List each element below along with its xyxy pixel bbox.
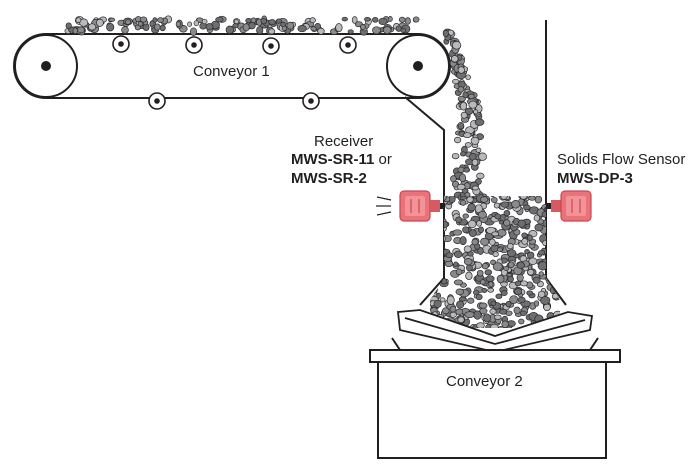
conveyor-1-label: Conveyor 1 — [193, 63, 270, 80]
receiver-or: or — [378, 151, 392, 168]
solids-flow-sensor-device — [546, 190, 592, 222]
falling-material-stream — [442, 28, 488, 204]
idler-roller — [302, 92, 320, 110]
idler-roller — [339, 36, 357, 54]
idler-roller — [185, 36, 203, 54]
receiver-device — [399, 190, 445, 222]
conveyor-2-trough-top — [391, 337, 599, 351]
conveyor-2-trough — [369, 349, 621, 363]
idler-roller — [148, 92, 166, 110]
receiver-model-2: MWS-SR-2 — [291, 170, 367, 187]
conveyor-2-body — [377, 361, 607, 459]
conveyor-2 — [369, 337, 621, 459]
conveyor-1-right-axle — [413, 61, 423, 71]
idler-roller — [262, 37, 280, 55]
discharge-tray — [397, 309, 594, 353]
idler-rollers — [112, 35, 357, 110]
idler-roller — [112, 35, 130, 53]
conveyor-1-left-axle — [41, 61, 51, 71]
sensor-title: Solids Flow Sensor — [557, 151, 686, 168]
receiver-signal-lines — [376, 196, 392, 216]
belt-material — [64, 15, 420, 36]
conveyor-2-label: Conveyor 2 — [446, 373, 523, 390]
sensor-model: MWS-DP-3 — [557, 170, 633, 187]
receiver-title: Receiver — [314, 133, 374, 150]
receiver-model-line-1: MWS-SR-11 or — [291, 151, 392, 168]
receiver-model-1: MWS-SR-11 — [291, 151, 375, 168]
